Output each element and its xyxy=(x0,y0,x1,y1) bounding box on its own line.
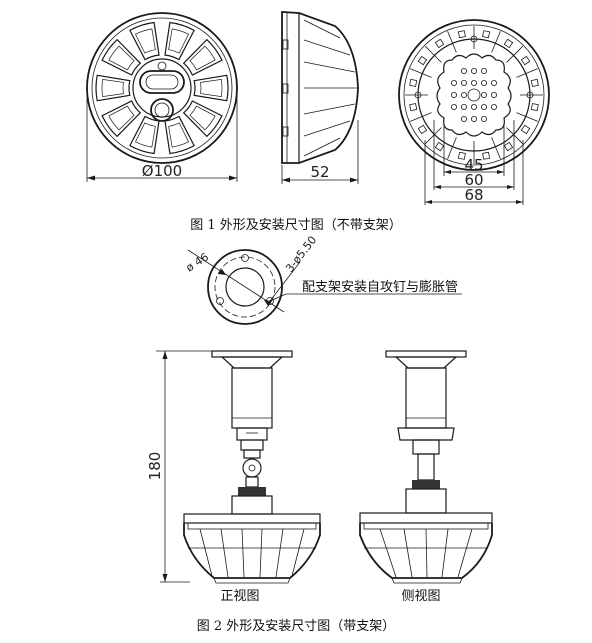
figure1-caption: 图 1 外形及安装尺寸图（不带支架） xyxy=(190,218,402,233)
fig1-side-view: 52 xyxy=(281,11,359,184)
mount-dia-label: ø 46 xyxy=(184,250,211,274)
side-view-label: 侧视图 xyxy=(401,589,440,604)
fig1-back-view: 45 60 68 xyxy=(398,19,550,205)
figure2-caption: 图 2 外形及安装尺寸图（带支架） xyxy=(197,619,396,634)
front-view-label: 正视图 xyxy=(220,589,259,604)
mount-holes-label: 3-ø5.50 xyxy=(283,234,319,275)
front-diameter-label: Ø100 xyxy=(142,162,182,180)
side-depth-label: 52 xyxy=(310,163,329,181)
back-dim-68: 68 xyxy=(464,186,483,204)
height-label: 180 xyxy=(146,452,164,481)
mount-detail: ø 46 3-ø5.50 配支架安装自攻钉与膨胀管 xyxy=(184,234,462,325)
fig2-side-view: 侧视图 xyxy=(359,350,493,604)
fig2-front-view: 180 正视图 xyxy=(146,350,321,604)
back-dim-45: 45 xyxy=(464,156,483,174)
mount-note: 配支架安装自攻钉与膨胀管 xyxy=(302,280,458,295)
fig1-front-view: Ø100 xyxy=(86,12,238,182)
back-dim-60: 60 xyxy=(464,171,483,189)
